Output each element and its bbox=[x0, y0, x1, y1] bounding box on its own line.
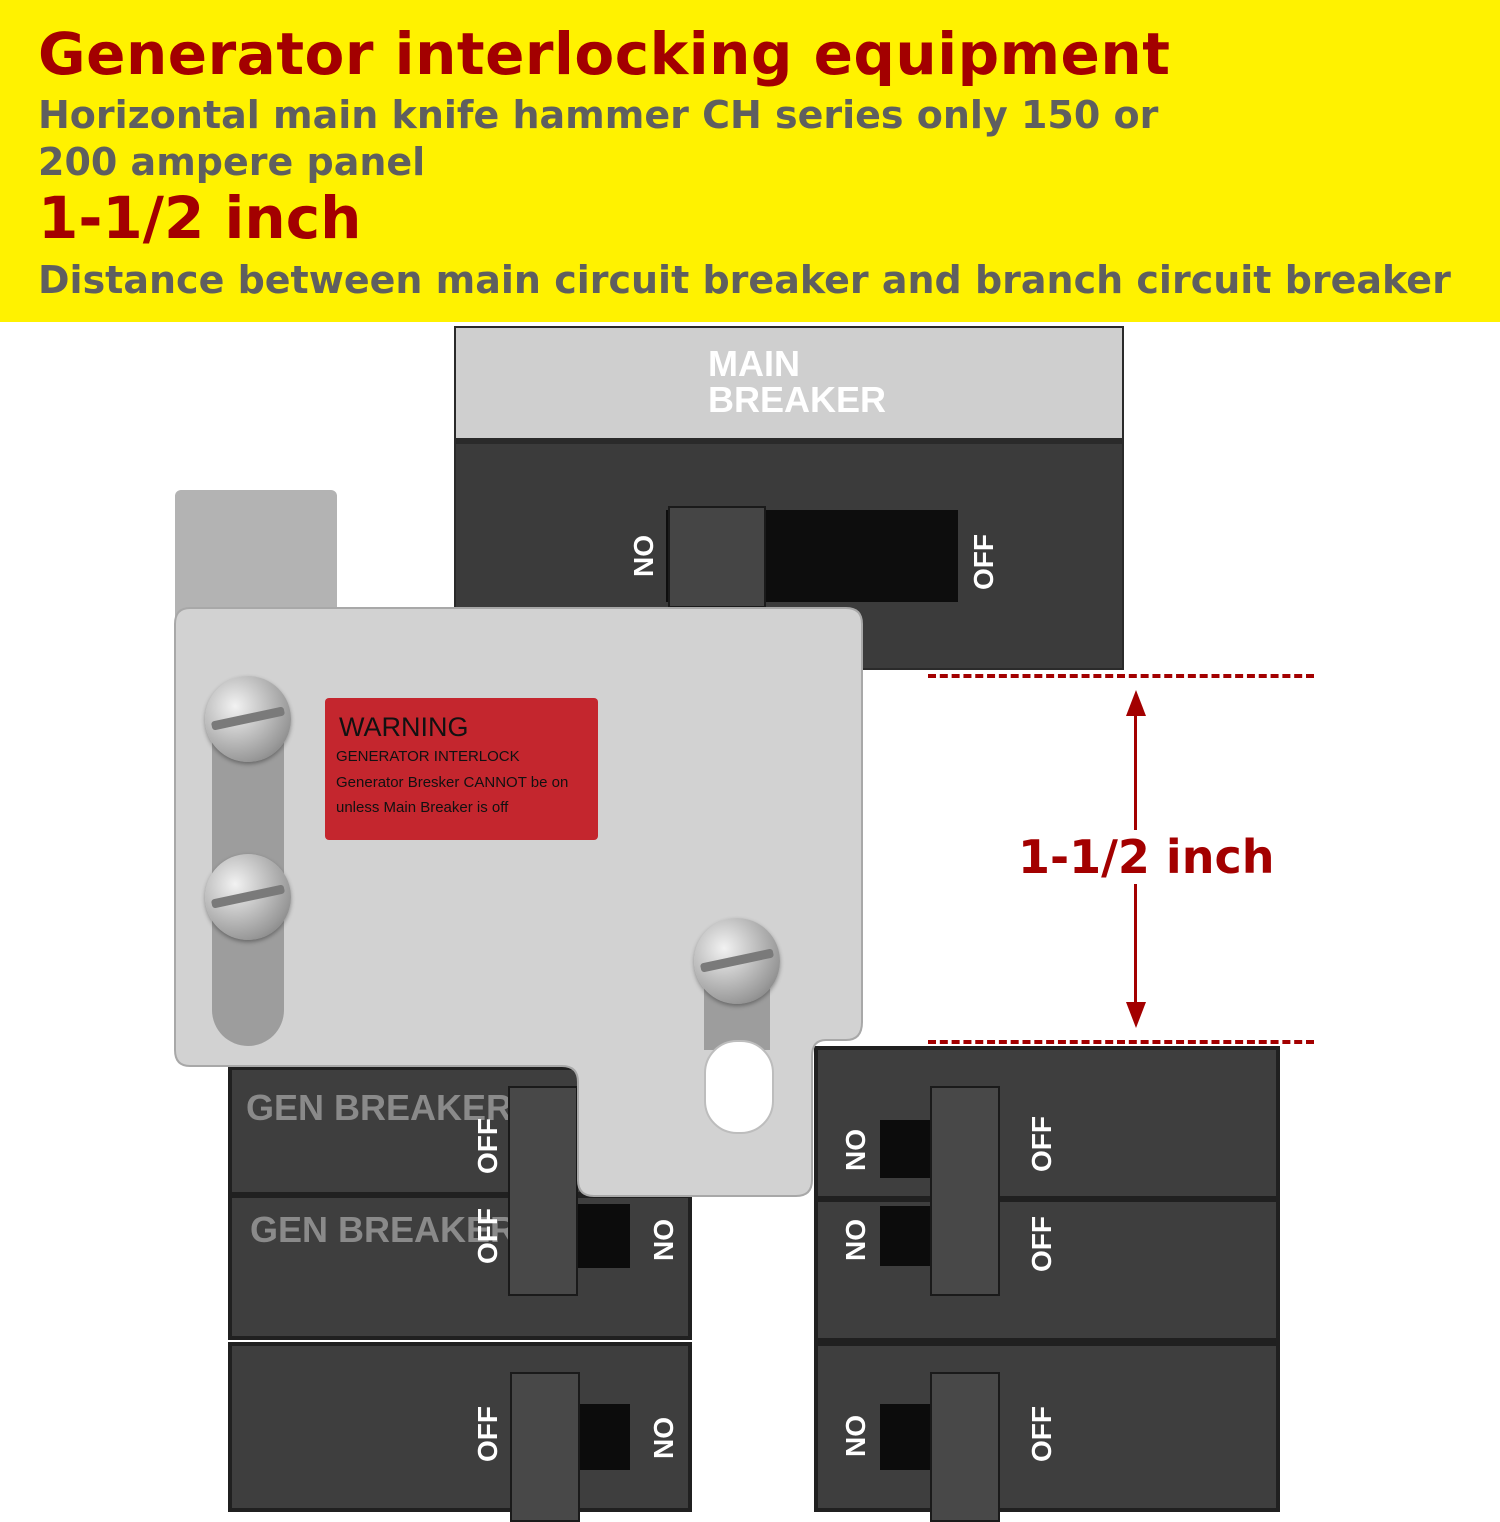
page-title: Generator interlocking equipment bbox=[38, 20, 1171, 88]
right-breaker-3: ON OFF bbox=[814, 1342, 1280, 1522]
gen-breaker-2-label: GEN BREAKER bbox=[250, 1209, 517, 1250]
plate-hole bbox=[704, 1040, 774, 1134]
arrow-down-icon bbox=[1126, 1002, 1146, 1028]
left-breaker-3-slot bbox=[578, 1404, 630, 1470]
plate-top-tab bbox=[175, 490, 337, 630]
gen-breaker-2: GEN BREAKER OFF ON bbox=[228, 1194, 692, 1340]
gen-breaker-2-slot bbox=[578, 1204, 630, 1268]
main-breaker-label: MAIN BREAKER bbox=[708, 343, 887, 420]
screw-icon bbox=[694, 918, 780, 1004]
right-breaker-2: ON OFF bbox=[814, 1198, 1280, 1342]
screw-icon bbox=[205, 854, 291, 940]
warning-line-2: Generator Bresker CANNOT be on bbox=[336, 774, 569, 791]
gen-breaker-handle[interactable] bbox=[508, 1086, 578, 1296]
left-breaker-3: OFF ON bbox=[228, 1342, 692, 1522]
dimension-bottom-line bbox=[928, 1040, 1314, 1044]
warning-line-3: unless Main Breaker is off bbox=[336, 799, 509, 816]
dimension-label: 1-1/2 inch bbox=[1014, 830, 1279, 884]
arrow-up-icon bbox=[1126, 690, 1146, 716]
measurement-description: Distance between main circuit breaker an… bbox=[38, 258, 1451, 302]
left-breaker-3-handle[interactable] bbox=[510, 1372, 580, 1522]
right-breaker-3-slot bbox=[880, 1404, 932, 1470]
right-breaker-1: ON OFF bbox=[814, 1046, 1280, 1200]
warning-title: WARNING bbox=[339, 712, 469, 742]
right-breaker-3-handle[interactable] bbox=[930, 1372, 1000, 1522]
measurement-heading: 1-1/2 inch bbox=[38, 184, 362, 252]
right-breaker-handle[interactable] bbox=[930, 1086, 1000, 1296]
warning-label: WARNING GENERATOR INTERLOCK Generator Br… bbox=[325, 698, 598, 840]
header-banner: Generator interlocking equipment Horizon… bbox=[0, 0, 1500, 322]
compatibility-subtitle: Horizontal main knife hammer CH series o… bbox=[38, 93, 1159, 184]
dimension-top-line bbox=[928, 674, 1314, 678]
gen-breaker-1-label: GEN BREAKER bbox=[246, 1087, 513, 1128]
main-breaker-switch[interactable] bbox=[668, 506, 766, 608]
screw-icon bbox=[205, 676, 291, 762]
main-breaker-label-area: MAIN BREAKER bbox=[456, 328, 1122, 444]
warning-line-1: GENERATOR INTERLOCK bbox=[336, 748, 520, 765]
right-breaker-2-slot bbox=[880, 1206, 932, 1266]
right-breaker-1-slot bbox=[880, 1120, 932, 1178]
